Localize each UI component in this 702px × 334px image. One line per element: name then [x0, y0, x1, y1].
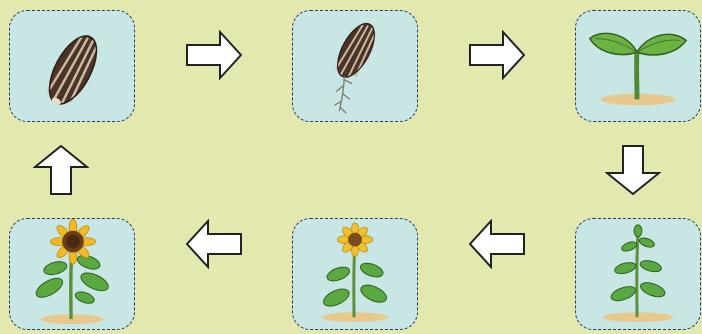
arrow-right-sprout-to-seedling	[469, 30, 525, 80]
stage-budding-plant-card	[292, 218, 418, 330]
seedling-icon	[588, 32, 688, 106]
stage-young-plant-card	[575, 218, 701, 330]
arrow-right-seed-to-sprout	[186, 30, 242, 80]
arrow-left-young-plant-to-budding	[469, 219, 525, 269]
sprouting-seed-icon	[334, 22, 376, 114]
flowering-sunflower-icon	[35, 219, 109, 325]
arrow-down-seedling-to-young-plant	[605, 145, 661, 195]
stage-flowering-plant-card	[9, 218, 135, 330]
arrow-up-flowering-to-seed	[33, 145, 89, 195]
budding-sunflower-icon	[321, 222, 389, 323]
arrow-left-budding-to-flowering	[186, 219, 242, 269]
stage-seedling-card	[575, 10, 701, 122]
stage-germinating-seed-card	[292, 10, 418, 122]
sunflower-seed-icon	[46, 35, 98, 105]
stage-seed-card	[9, 10, 135, 122]
young-plant-icon	[602, 224, 674, 323]
